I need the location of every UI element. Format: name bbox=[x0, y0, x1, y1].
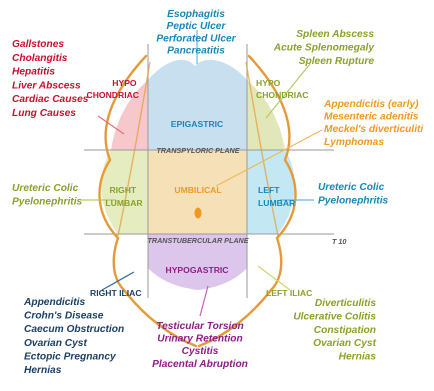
label-hypogastric: HYPOGASTRIC bbox=[165, 265, 228, 275]
cause-item: Appendicitis (early) bbox=[323, 99, 419, 110]
cause-item: Crohn's Disease bbox=[24, 311, 104, 322]
pointer-right-iliac bbox=[101, 271, 135, 291]
transtubercular-plane-label: TRANSTUBERCULAR PLANE bbox=[147, 236, 248, 245]
rib-margin-right bbox=[245, 61, 279, 237]
region-left-lumbar-fill bbox=[247, 150, 295, 234]
cause-item: Cholangitis bbox=[12, 53, 68, 64]
cause-item: Diverticulitis bbox=[315, 298, 376, 309]
region-left-hypochondriac-fill bbox=[247, 80, 285, 150]
region-right-lumbar-fill bbox=[101, 150, 148, 234]
cause-item: Perforated Ulcer bbox=[156, 33, 236, 44]
label-left-iliac: LEFT ILIAC bbox=[266, 288, 312, 298]
cause-item: Lung Causes bbox=[12, 108, 76, 119]
cause-item: Spleen Rupture bbox=[299, 56, 375, 67]
cause-item: Cystitis bbox=[182, 346, 219, 357]
cause-item: Hernias bbox=[24, 365, 62, 376]
region-umbilical-fill bbox=[148, 150, 247, 234]
label-right-iliac: RIGHT ILIAC bbox=[90, 288, 142, 298]
cause-item: Testicular Torsion bbox=[156, 321, 244, 332]
region-hypogastric-fill bbox=[148, 234, 247, 290]
label-left-hypochondriac-line: CHONDRIAC bbox=[256, 90, 309, 100]
region-right-hypochondriac-fill bbox=[111, 80, 148, 150]
cause-item: Cardiac Causes bbox=[12, 94, 89, 105]
cause-item: Pyelonephritis bbox=[318, 196, 389, 207]
cause-item: Ureteric Colic bbox=[12, 183, 79, 194]
cause-item: Caecum Obstruction bbox=[24, 324, 124, 335]
cause-item: Hepatitis bbox=[12, 67, 55, 78]
cause-item: Hernias bbox=[339, 352, 377, 363]
cause-item: Acute Splenomegaly bbox=[273, 42, 376, 53]
cause-item: Pancreatitis bbox=[167, 46, 225, 57]
label-left-lumbar-line: LEFT bbox=[258, 185, 280, 195]
label-left-hypochondriac: HYPO CHONDRIAC bbox=[256, 78, 309, 100]
label-left-lumbar-line: LUMBAR bbox=[258, 198, 296, 208]
cause-item: Mesenteric adenitis bbox=[324, 112, 419, 123]
body-outline-left bbox=[98, 54, 198, 348]
cause-item: Gallstones bbox=[12, 39, 64, 50]
label-right-hypochondriac: HYPO CHONDRIAC bbox=[86, 78, 139, 100]
cause-item: Pyelonephritis bbox=[12, 197, 83, 208]
cause-item: Meckel's diverticuliti bbox=[324, 124, 423, 135]
pointer-left-hypochondriac bbox=[265, 63, 311, 119]
label-right-hypochondriac-line: CHONDRIAC bbox=[86, 90, 139, 100]
cause-item: Esophagitis bbox=[167, 9, 225, 20]
label-umbilical: UMBILICAL bbox=[174, 185, 221, 195]
label-epigastric: EPIGASTRIC bbox=[171, 119, 224, 129]
cause-item: Spleen Abscess bbox=[296, 29, 374, 40]
cause-item: Ovarian Cyst bbox=[24, 338, 87, 349]
cause-item: Ureteric Colic bbox=[318, 182, 385, 193]
cause-item: Placental Abruption bbox=[152, 359, 248, 370]
transpyloric-plane-label: TRANSPYLORIC PLANE bbox=[156, 146, 239, 155]
body-outline-right bbox=[197, 54, 297, 348]
label-left-hypochondriac-line: HYPO bbox=[256, 78, 281, 88]
label-right-hypochondriac-line: HYPO bbox=[112, 78, 137, 88]
label-right-lumbar-line: RIGHT bbox=[109, 185, 136, 195]
pointer-hypogastric bbox=[199, 285, 209, 317]
pointer-umbilical bbox=[215, 129, 323, 187]
region-epigastric-fill bbox=[148, 59, 247, 150]
cause-item: Ulcerative Colitis bbox=[293, 311, 376, 322]
cause-item: Urinary Retention bbox=[157, 334, 242, 345]
pointer-left-iliac bbox=[257, 265, 291, 291]
cause-item: Ovarian Cyst bbox=[313, 338, 376, 349]
cause-item: Appendicitis bbox=[23, 297, 85, 308]
pointer-right-hypochondriac bbox=[97, 115, 125, 135]
cause-item: Ectopic Pregnancy bbox=[24, 351, 117, 362]
cause-item: Constipation bbox=[314, 325, 376, 336]
label-left-lumbar: LEFT LUMBAR bbox=[258, 185, 296, 208]
label-right-lumbar: RIGHT LUMBAR bbox=[105, 185, 143, 208]
cause-item: Lymphomas bbox=[324, 137, 384, 148]
t10-label: T 10 bbox=[332, 237, 346, 246]
label-right-lumbar-line: LUMBAR bbox=[105, 198, 143, 208]
umbilicus-icon bbox=[194, 207, 202, 219]
cause-item: Liver Abscess bbox=[12, 80, 81, 91]
cause-item: Peptic Ulcer bbox=[167, 21, 227, 32]
rib-margin-left bbox=[117, 61, 151, 237]
